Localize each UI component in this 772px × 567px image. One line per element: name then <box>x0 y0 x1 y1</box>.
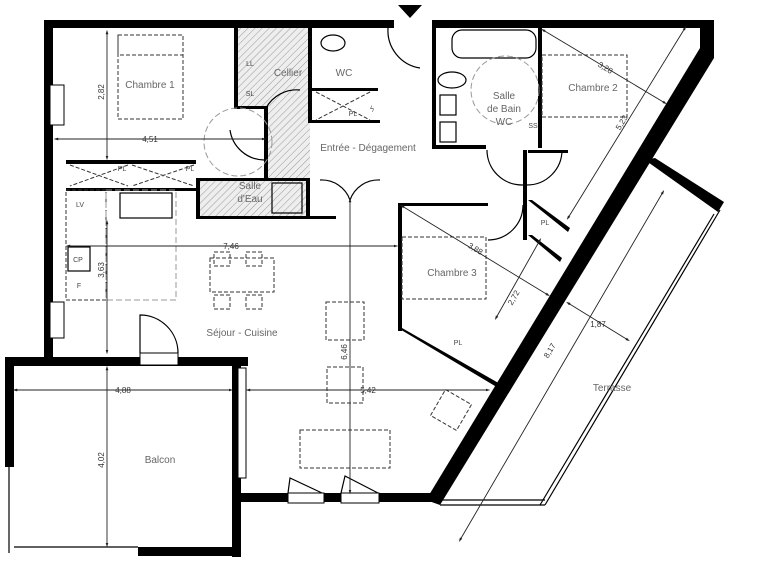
room-label-wc: WC <box>336 68 353 79</box>
degagement-zone <box>268 108 310 180</box>
fixture-pl: PL <box>186 166 195 173</box>
dim-chambre2-depth: 5,23 <box>614 113 630 131</box>
dim-chambre2-width: 3,28 <box>596 60 614 76</box>
fixture-cp: CP <box>73 257 83 264</box>
dim-balcon-width: 4,88 <box>115 386 131 395</box>
room-label-sdb-3: WC <box>496 117 513 128</box>
dim-terrasse-width: 1,87 <box>590 320 606 329</box>
furniture <box>65 29 628 469</box>
room-label-sdb-1: Salle <box>493 91 516 102</box>
electric-panel-icon: ϟ <box>370 104 374 114</box>
cellier-zone <box>238 28 310 108</box>
entry-arrow-icon <box>398 5 422 18</box>
room-label-chambre2: Chambre 2 <box>568 83 618 94</box>
fixture-pl: PL <box>118 166 127 173</box>
room-label-salle-eau-2: d'Eau <box>237 194 262 205</box>
room-label-salle-eau-1: Salle <box>239 181 262 192</box>
dim-sejour-depth: 6,46 <box>340 344 349 360</box>
room-label-chambre1: Chambre 1 <box>125 80 175 91</box>
exterior-walls <box>5 20 724 557</box>
dimension-lines <box>12 26 687 548</box>
room-label-sdb-2: de Bain <box>487 104 521 115</box>
fixture-ss: SS <box>528 123 538 130</box>
fixture-sl: SL <box>246 91 255 98</box>
fixture-pl: PL <box>349 111 358 118</box>
dim-chambre1-depth: 2,82 <box>97 84 106 100</box>
salle-eau-zone <box>200 180 310 218</box>
fixture-lv: LV <box>76 202 84 209</box>
dim-sejour-width: 7,46 <box>223 242 239 251</box>
dim-balcon-depth: 4,02 <box>97 452 106 468</box>
fixture-pl: PL <box>541 220 550 227</box>
room-label-cellier: Cellier <box>274 68 303 79</box>
fixture-f: F <box>77 283 81 290</box>
room-label-entree: Entrée - Dégagement <box>320 143 416 154</box>
room-label-terrasse: Terrasse <box>593 383 632 394</box>
dim-chambre1-width: 4,51 <box>142 135 158 144</box>
fixture-ll: LL <box>246 61 254 68</box>
dim-terrasse-length: 8,17 <box>542 341 558 359</box>
room-label-chambre3: Chambre 3 <box>427 268 477 279</box>
doors[interactable] <box>139 27 563 494</box>
room-label-sejour: Séjour - Cuisine <box>206 328 278 339</box>
room-label-balcon: Balcon <box>145 455 176 466</box>
fixture-pl: PL <box>454 340 463 347</box>
dim-chambre3-depth: 2,72 <box>506 288 522 306</box>
dim-sejour-width2: 5,42 <box>360 386 376 395</box>
windows <box>49 84 380 504</box>
dim-cuisine-depth: 3,63 <box>97 262 106 278</box>
